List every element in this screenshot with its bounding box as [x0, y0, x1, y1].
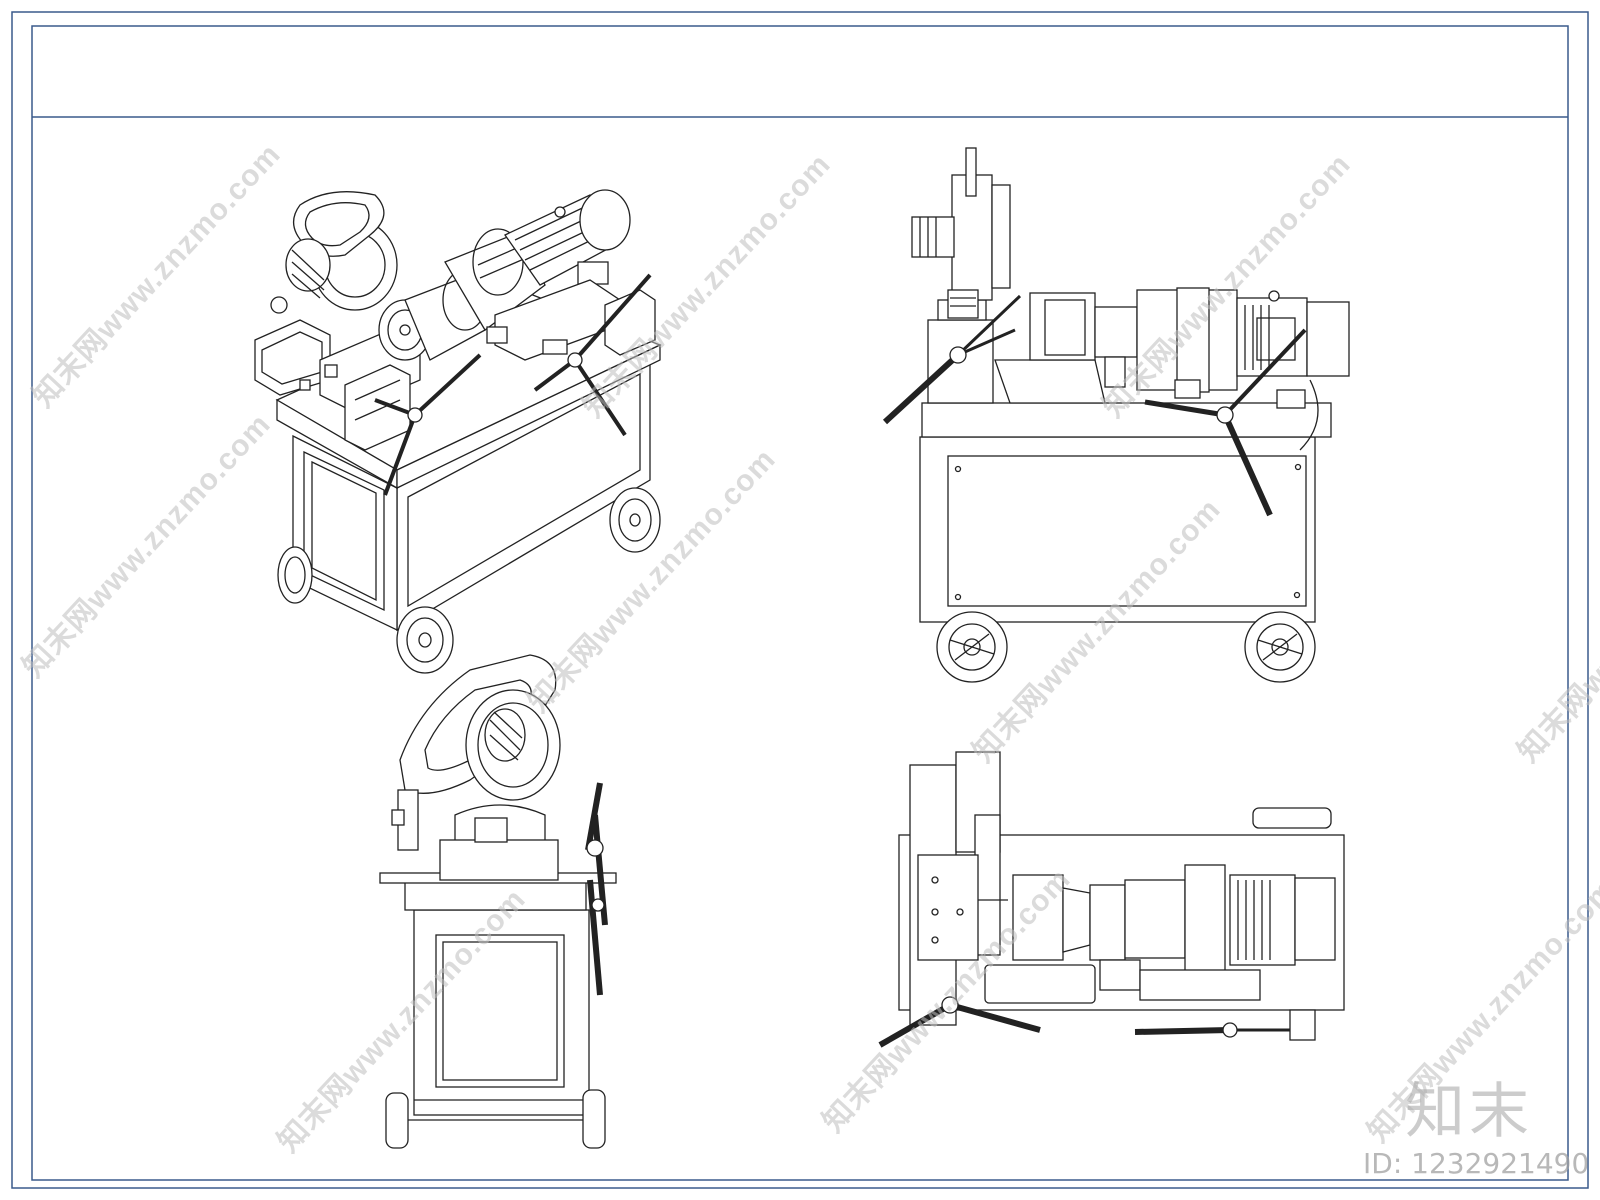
isometric-view [254, 189, 662, 674]
front-view [882, 147, 1350, 683]
asset-id-label: ID: 1232921490 [1363, 1147, 1590, 1180]
side-view [379, 654, 617, 1149]
sheet-frame [11, 11, 1589, 1189]
top-view [878, 751, 1345, 1048]
watermark-brand: 知末 [1405, 1077, 1533, 1147]
